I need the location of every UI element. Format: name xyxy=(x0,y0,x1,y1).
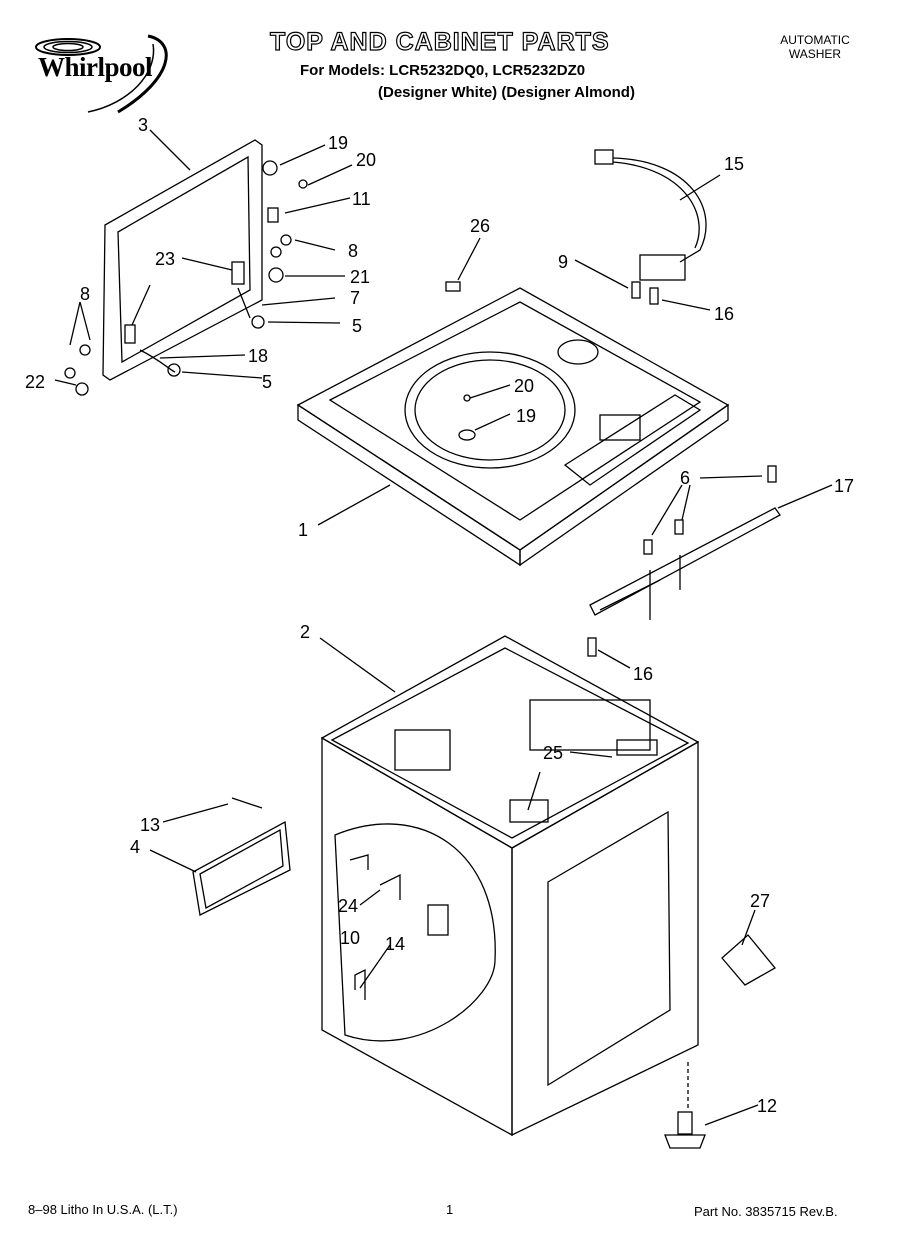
callout-16: 16 xyxy=(714,304,734,324)
models-line: For Models: LCR5232DQ0, LCR5232DZ0 xyxy=(300,62,586,79)
callout-10: 10 xyxy=(340,928,360,948)
washer-top xyxy=(296,287,730,567)
callout-27: 27 xyxy=(750,891,770,911)
callout-18: 18 xyxy=(248,346,268,366)
callout-1: 1 xyxy=(298,520,308,540)
callout-7: 7 xyxy=(350,288,360,308)
designer-line: (Designer White) (Designer Almond) xyxy=(378,84,635,101)
callout-23: 23 xyxy=(155,249,175,269)
cabinet xyxy=(320,635,700,1137)
callout-20: 20 xyxy=(514,376,534,396)
callout-21: 21 xyxy=(350,267,370,287)
page-number: 1 xyxy=(446,1202,454,1217)
callout-19: 19 xyxy=(328,133,348,153)
callout-4: 4 xyxy=(130,837,140,857)
callout-13: 13 xyxy=(140,815,160,835)
litho-note: 8–98 Litho In U.S.A. (L.T.) xyxy=(28,1202,178,1217)
callout-24: 24 xyxy=(338,896,358,916)
callout-16: 16 xyxy=(633,664,653,684)
callout-25: 25 xyxy=(543,743,563,763)
callout-5: 5 xyxy=(262,372,272,392)
product-type-line-2: WASHER xyxy=(788,47,842,61)
callout-5: 5 xyxy=(352,316,362,336)
console-panel xyxy=(102,139,263,381)
callout-20: 20 xyxy=(356,150,376,170)
part-number: Part No. 3835715 Rev.B. xyxy=(694,1204,838,1219)
brand-name: Whirlpool xyxy=(38,52,153,82)
callout-6: 6 xyxy=(680,468,690,488)
callout-8: 8 xyxy=(348,241,358,261)
page-title: TOP AND CABINET PARTS xyxy=(269,27,610,56)
callout-3: 3 xyxy=(138,115,148,135)
callout-9: 9 xyxy=(558,252,568,272)
callout-26: 26 xyxy=(470,216,490,236)
product-type: AUTOMATIC WASHER xyxy=(770,33,860,61)
callout-17: 17 xyxy=(834,476,854,496)
callout-12: 12 xyxy=(757,1096,777,1116)
callout-19: 19 xyxy=(516,406,536,426)
callout-2: 2 xyxy=(300,622,310,642)
callout-22: 22 xyxy=(25,372,45,392)
callout-11: 11 xyxy=(352,189,371,209)
callout-8: 8 xyxy=(80,284,90,304)
product-type-line-1: AUTOMATIC xyxy=(780,33,850,47)
callout-leaders xyxy=(54,129,833,1126)
callout-14: 14 xyxy=(385,934,405,954)
whirlpool-swirl-logo xyxy=(35,34,168,114)
callout-15: 15 xyxy=(724,154,744,174)
